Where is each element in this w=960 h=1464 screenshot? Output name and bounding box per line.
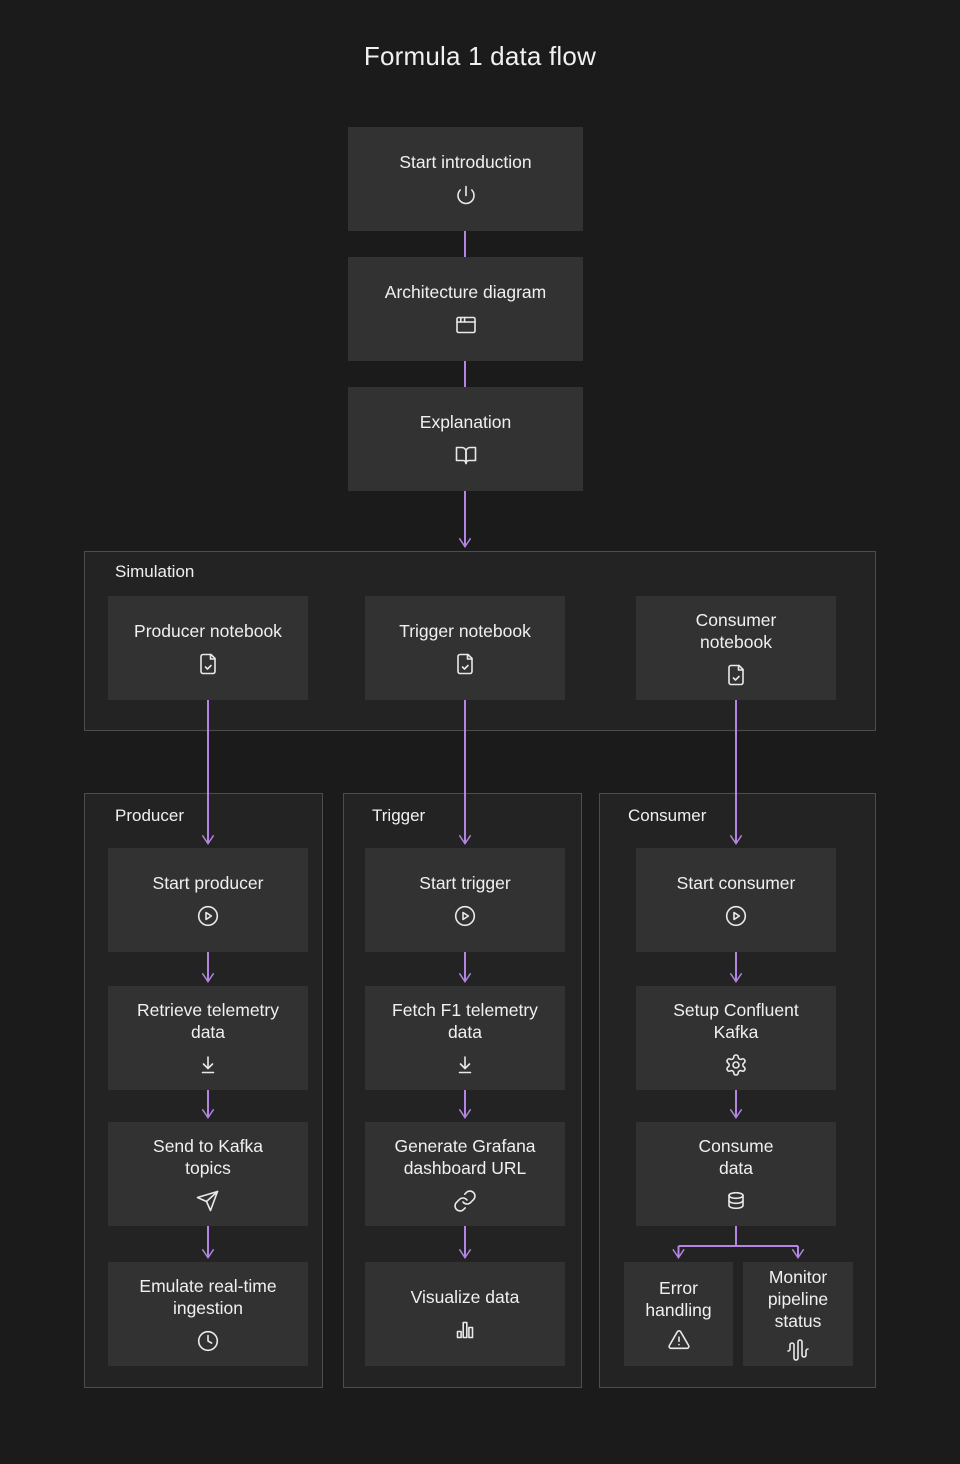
node-label: Consume data (698, 1136, 774, 1178)
node-fetch-f1-telemetry-data: Fetch F1 telemetry data (365, 986, 565, 1090)
simulation-group-label: Simulation (115, 562, 195, 581)
node-label: Start introduction (399, 152, 532, 172)
node-visualize-data: Visualize data (365, 1262, 565, 1366)
node-label: Fetch F1 telemetry data (392, 1000, 538, 1042)
link-icon (453, 1189, 477, 1213)
node-label: Architecture diagram (384, 282, 547, 302)
browser-window-icon (454, 313, 478, 337)
node-label: Start producer (152, 873, 264, 893)
database-icon (724, 1189, 748, 1213)
node-label: Error handling (645, 1278, 712, 1320)
warning-triangle-icon (667, 1327, 691, 1351)
node-start-consumer: Start consumer (636, 848, 836, 952)
download-icon (453, 1053, 477, 1077)
audio-waveform-icon (786, 1338, 810, 1362)
file-check-icon (724, 663, 748, 687)
gear-icon (724, 1053, 748, 1077)
file-check-icon (196, 652, 220, 676)
node-label: Send to Kafka topics (153, 1136, 263, 1178)
node-explanation: Explanation (348, 387, 583, 491)
node-label: Monitor pipeline status (767, 1267, 829, 1331)
node-error-handling: Error handling (624, 1262, 733, 1366)
play-circle-icon (196, 904, 220, 928)
book-open-icon (454, 443, 478, 467)
node-monitor-pipeline-status: Monitor pipeline status (743, 1262, 853, 1366)
node-label: Trigger notebook (399, 621, 531, 641)
node-label: Retrieve telemetry data (137, 1000, 279, 1042)
trigger-group-label: Trigger (372, 806, 426, 825)
node-start-producer: Start producer (108, 848, 308, 952)
play-circle-icon (453, 904, 477, 928)
node-label: Producer notebook (134, 621, 282, 641)
file-check-icon (453, 652, 477, 676)
node-label: Visualize data (410, 1287, 520, 1307)
node-consume-data: Consume data (636, 1122, 836, 1226)
producer-group-label: Producer (115, 806, 184, 825)
download-icon (196, 1053, 220, 1077)
node-retrieve-telemetry-data: Retrieve telemetry data (108, 986, 308, 1090)
bar-chart-icon (453, 1318, 477, 1342)
node-label: Consumer notebook (695, 610, 777, 652)
node-send-to-kafka-topics: Send to Kafka topics (108, 1122, 308, 1226)
clock-icon (196, 1329, 220, 1353)
diagram-title: Formula 1 data flow (363, 41, 597, 71)
node-consumer-notebook: Consumer notebook (636, 596, 836, 700)
consumer-group-label: Consumer (628, 806, 707, 825)
node-start-trigger: Start trigger (365, 848, 565, 952)
node-label: Start trigger (419, 873, 511, 893)
node-architecture-diagram: Architecture diagram (348, 257, 583, 361)
node-emulate-real-time-ingestion: Emulate real-time ingestion (108, 1262, 308, 1366)
node-label: Start consumer (676, 873, 796, 893)
node-generate-grafana-dashboard-url: Generate Grafana dashboard URL (365, 1122, 565, 1226)
node-label: Setup Confluent Kafka (673, 1000, 799, 1042)
node-label: Emulate real-time ingestion (139, 1276, 277, 1318)
play-circle-icon (724, 904, 748, 928)
node-producer-notebook: Producer notebook (108, 596, 308, 700)
send-icon (196, 1189, 220, 1213)
node-setup-confluent-kafka: Setup Confluent Kafka (636, 986, 836, 1090)
node-trigger-notebook: Trigger notebook (365, 596, 565, 700)
node-label: Generate Grafana dashboard URL (394, 1136, 536, 1178)
power-icon (454, 183, 478, 207)
node-label: Explanation (419, 412, 512, 432)
node-start-introduction: Start introduction (348, 127, 583, 231)
